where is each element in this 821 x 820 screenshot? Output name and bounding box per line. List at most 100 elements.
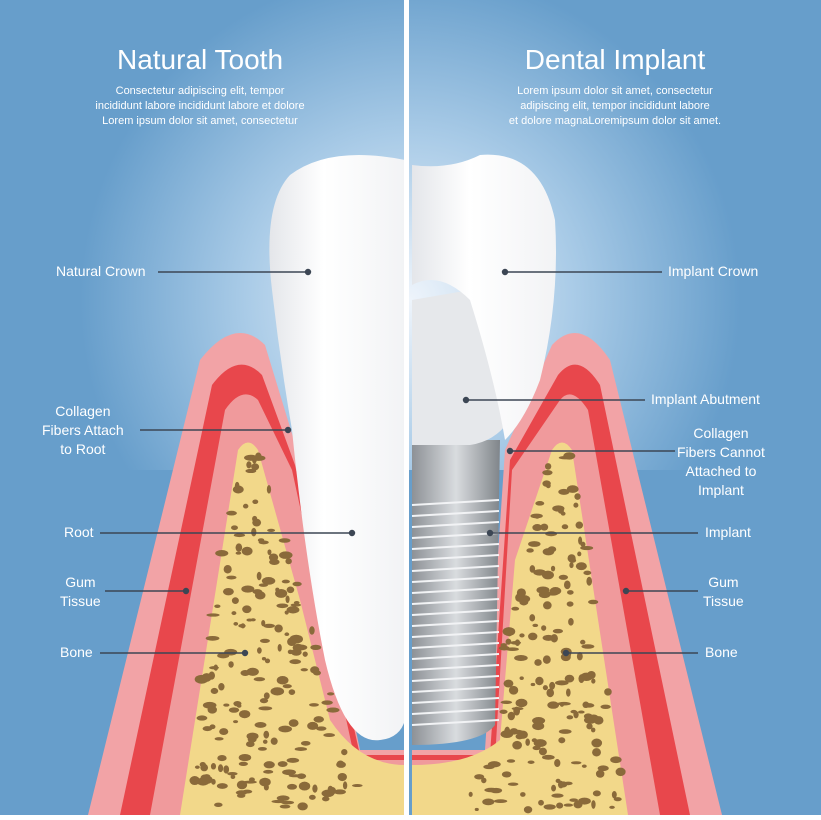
label-gum-left: Gum Tissue bbox=[60, 573, 101, 611]
bone-spot bbox=[507, 782, 519, 786]
bone-spot bbox=[279, 804, 291, 809]
label-line: Fibers Cannot bbox=[677, 444, 765, 460]
bone-spot bbox=[542, 754, 555, 760]
bone-spot bbox=[222, 587, 234, 596]
bone-spot bbox=[216, 783, 228, 789]
bone-spot bbox=[253, 677, 266, 682]
bone-spot bbox=[542, 480, 551, 487]
bone-spot bbox=[231, 525, 238, 531]
bone-spot bbox=[543, 804, 556, 810]
bone-spot bbox=[505, 647, 519, 652]
bone-spot bbox=[263, 761, 275, 769]
bone-spot bbox=[208, 671, 215, 680]
bone-spot bbox=[551, 784, 557, 792]
bone-spot bbox=[535, 501, 545, 506]
bone-spot bbox=[610, 756, 622, 764]
bone-spot bbox=[300, 740, 311, 746]
label-natural-crown: Natural Crown bbox=[56, 263, 146, 279]
bone-spot bbox=[546, 688, 555, 698]
bone-spot bbox=[233, 533, 246, 538]
bone-spot bbox=[259, 777, 271, 787]
bone-spot bbox=[284, 610, 289, 615]
bone-spot bbox=[235, 551, 242, 555]
bone-spot bbox=[593, 716, 604, 725]
bone-spot bbox=[238, 710, 251, 719]
bone-spot bbox=[574, 493, 581, 500]
bone-spot bbox=[275, 588, 288, 598]
implant-screw bbox=[411, 440, 500, 745]
bone-spot bbox=[270, 737, 278, 745]
bone-spot bbox=[576, 652, 583, 661]
subtitle-line: incididunt labore incididunt labore et d… bbox=[95, 100, 305, 112]
divider bbox=[404, 0, 409, 815]
label-line: to Root bbox=[60, 441, 106, 457]
label-collagen-attach: Collagen Fibers Attach to Root bbox=[42, 402, 124, 459]
bone-spot bbox=[563, 803, 574, 807]
screw-thread bbox=[411, 642, 500, 649]
bone-spot bbox=[549, 681, 556, 690]
bone-spot bbox=[592, 748, 601, 757]
bone-spot bbox=[559, 781, 568, 788]
bone-spot bbox=[501, 771, 512, 778]
bone-spot bbox=[286, 606, 300, 614]
screw-thread bbox=[411, 543, 500, 550]
bone-spot bbox=[542, 685, 548, 691]
bone-spot bbox=[234, 481, 240, 490]
bone-spot bbox=[263, 623, 276, 628]
bone-spot bbox=[207, 705, 217, 714]
label-line: Implant bbox=[698, 482, 744, 498]
bone-spot bbox=[578, 536, 583, 545]
screw-thread bbox=[411, 609, 500, 616]
bone-spot bbox=[252, 499, 259, 505]
bone-spot bbox=[507, 711, 515, 721]
screw-thread bbox=[411, 708, 500, 715]
bone-spot bbox=[528, 632, 538, 641]
bone-spot bbox=[511, 707, 524, 711]
bone-spot bbox=[529, 565, 536, 573]
bone-spot bbox=[511, 606, 520, 611]
bone-spot bbox=[514, 639, 521, 647]
bone-spot bbox=[554, 759, 561, 768]
bone-spot bbox=[258, 583, 269, 587]
bone-spot bbox=[316, 726, 327, 731]
bone-spot bbox=[233, 720, 239, 724]
label-line: Fibers Attach bbox=[42, 422, 124, 438]
bone-spot bbox=[261, 657, 267, 661]
bone-spot bbox=[512, 740, 522, 750]
bone-spot bbox=[326, 707, 340, 713]
bone-spot bbox=[288, 774, 303, 778]
bone-spot bbox=[279, 551, 293, 559]
bone-spot bbox=[307, 721, 319, 730]
bone-spot bbox=[200, 774, 209, 781]
bone-spot bbox=[532, 524, 543, 532]
bone-spot bbox=[508, 685, 519, 695]
bone-spot bbox=[544, 463, 552, 470]
bone-spot bbox=[333, 789, 346, 795]
bone-spot bbox=[298, 781, 311, 791]
bone-spot bbox=[215, 549, 229, 557]
bone-spot bbox=[223, 564, 232, 574]
bone-spot bbox=[323, 733, 336, 738]
bone-spot bbox=[546, 591, 559, 596]
bone-spot bbox=[538, 747, 547, 756]
bone-spot bbox=[210, 687, 219, 695]
bone-spot bbox=[241, 585, 255, 593]
bone-spot bbox=[547, 701, 560, 709]
bone-spot bbox=[321, 700, 333, 705]
bone-spot bbox=[563, 452, 576, 460]
bone-spot bbox=[251, 463, 260, 471]
bone-spot bbox=[288, 719, 299, 727]
bone-spot bbox=[312, 784, 318, 793]
bone-spot bbox=[230, 774, 236, 780]
bone-spot bbox=[573, 711, 579, 719]
bone-spot bbox=[575, 562, 587, 571]
implant-abutment bbox=[412, 290, 520, 445]
bone-spot bbox=[248, 777, 255, 783]
bone-spot bbox=[236, 780, 248, 790]
bone-spot bbox=[297, 802, 308, 811]
bone-spot bbox=[262, 739, 268, 744]
bone-spot bbox=[613, 797, 622, 802]
bone-spot bbox=[313, 716, 325, 723]
bone-spot bbox=[586, 576, 593, 586]
